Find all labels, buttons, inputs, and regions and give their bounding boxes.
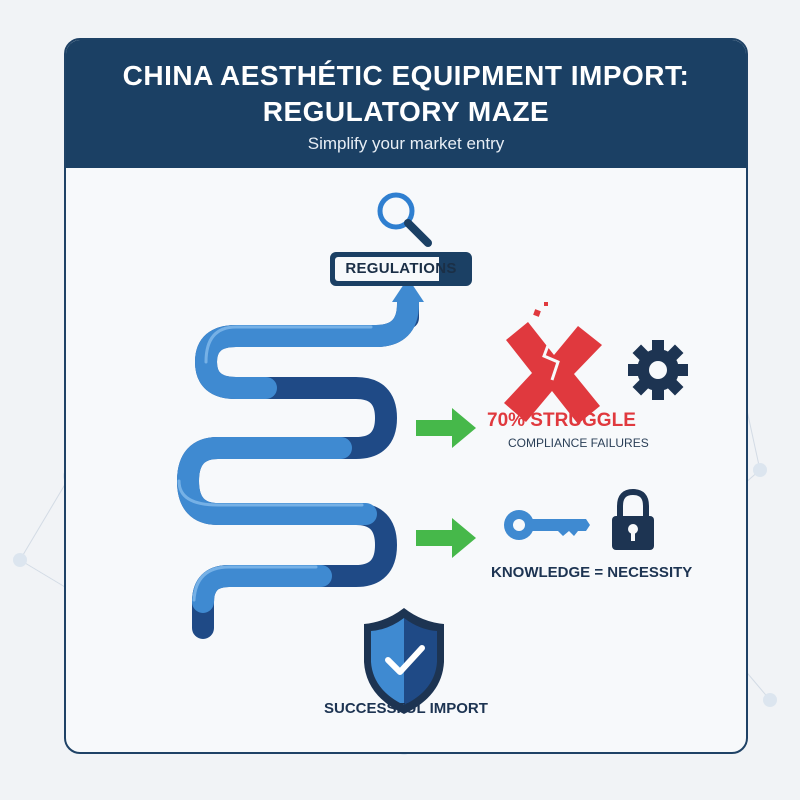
network-link — [19, 475, 71, 561]
network-node — [13, 553, 27, 567]
key-icon — [504, 510, 590, 540]
arrow-up-icon — [392, 278, 424, 302]
struggle-caption: Compliance Failures — [508, 436, 649, 450]
arrow-right-icon — [416, 408, 476, 448]
arrow-right-icon — [416, 518, 476, 558]
struggle-stat: 70% Struggle — [487, 410, 636, 431]
network-node — [763, 693, 777, 707]
knowledge-label: Knowledge = Necessity — [491, 564, 693, 581]
x-mark-icon — [504, 302, 602, 424]
lock-icon — [612, 488, 654, 550]
maze-diagram — [177, 192, 688, 714]
page-title: China Aesthétic Equipment Import: Regula… — [66, 58, 746, 130]
winding-path — [177, 278, 424, 639]
regulations-badge: Regulations — [330, 252, 472, 286]
gear-icon — [628, 340, 688, 400]
header-banner: China Aesthétic Equipment Import: Regula… — [66, 40, 746, 168]
page-subtitle: Simplify your market entry — [307, 134, 505, 153]
shield-check-icon — [364, 608, 444, 714]
success-label: Successful Import — [324, 700, 488, 717]
regulations-label: Regulations — [345, 260, 457, 277]
title-line-2: Regulatory Maze — [262, 96, 550, 127]
infographic-card: China Aesthétic Equipment Import: Regula… — [64, 38, 748, 754]
title-line-1: China Aesthétic Equipment Import: — [122, 60, 690, 91]
network-node — [753, 463, 767, 477]
search-icon — [377, 192, 432, 247]
